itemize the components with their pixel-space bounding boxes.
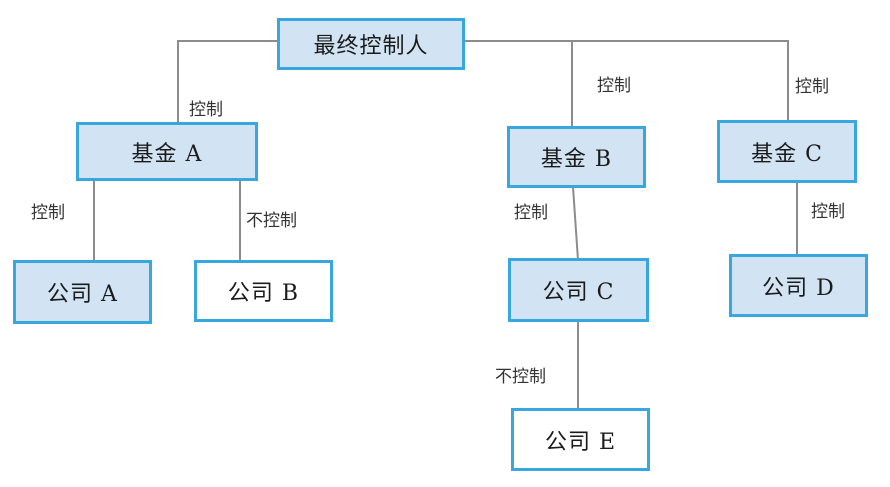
node-company-b: 公司 B: [194, 260, 333, 322]
edge-label-fund-a-company-a: 控制: [31, 203, 65, 223]
node-company-d: 公司 D: [729, 254, 868, 317]
node-fund-c: 基金 C: [717, 120, 857, 183]
edge-label-ultimate-fund-c: 控制: [795, 77, 829, 97]
node-fund-a: 基金 A: [76, 122, 258, 181]
edge-ultimate-fund-a: [177, 40, 279, 124]
edge-label-fund-c-company-d: 控制: [811, 202, 845, 222]
node-company-c: 公司 C: [508, 258, 649, 322]
node-company-e: 公司 E: [511, 408, 650, 471]
edge-label-fund-a-company-b: 不控制: [246, 211, 297, 231]
node-company-a: 公司 A: [13, 260, 152, 324]
edge-label-fund-b-company-c: 控制: [514, 203, 548, 223]
edge-label-ultimate-fund-a: 控制: [189, 100, 223, 120]
node-fund-b: 基金 B: [507, 126, 646, 188]
edge-fund-b-company-c: [572, 186, 579, 261]
edge-label-ultimate-fund-b: 控制: [597, 76, 631, 96]
node-ultimate-controller: 最终控制人: [277, 18, 465, 70]
edge-label-company-c-company-e: 不控制: [495, 367, 546, 387]
